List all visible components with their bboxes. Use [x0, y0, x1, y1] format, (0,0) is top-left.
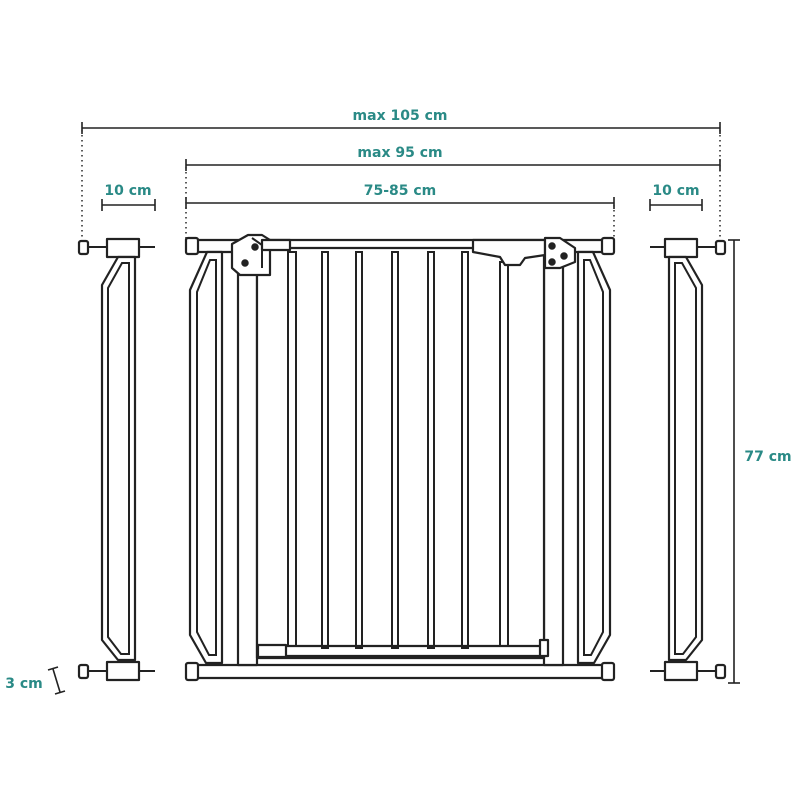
- label-base-width: 75-85 cm: [364, 183, 437, 199]
- label-height: 77 cm: [744, 449, 791, 465]
- dimension-height: 77 cm: [728, 239, 792, 684]
- dimension-extension-left: 10 cm: [101, 183, 156, 211]
- dimension-max-width-one-extension: max 95 cm: [185, 145, 721, 171]
- right-extension-piece: [650, 237, 727, 682]
- guide-lines: [81, 130, 721, 245]
- dimension-base-width: 75-85 cm: [185, 183, 615, 209]
- label-max-width-one-extension: max 95 cm: [357, 145, 442, 161]
- label-extension-right: 10 cm: [652, 183, 699, 199]
- dimension-max-total-width: max 105 cm: [81, 108, 721, 134]
- label-max-total-width: max 105 cm: [353, 108, 448, 124]
- label-bottom-gap: 3 cm: [5, 676, 43, 692]
- label-extension-left: 10 cm: [104, 183, 151, 199]
- dimension-extension-right: 10 cm: [649, 183, 703, 211]
- dimension-bottom-gap: 3 cm: [5, 666, 66, 695]
- left-extension-piece: [77, 237, 155, 682]
- main-gate: [184, 233, 616, 682]
